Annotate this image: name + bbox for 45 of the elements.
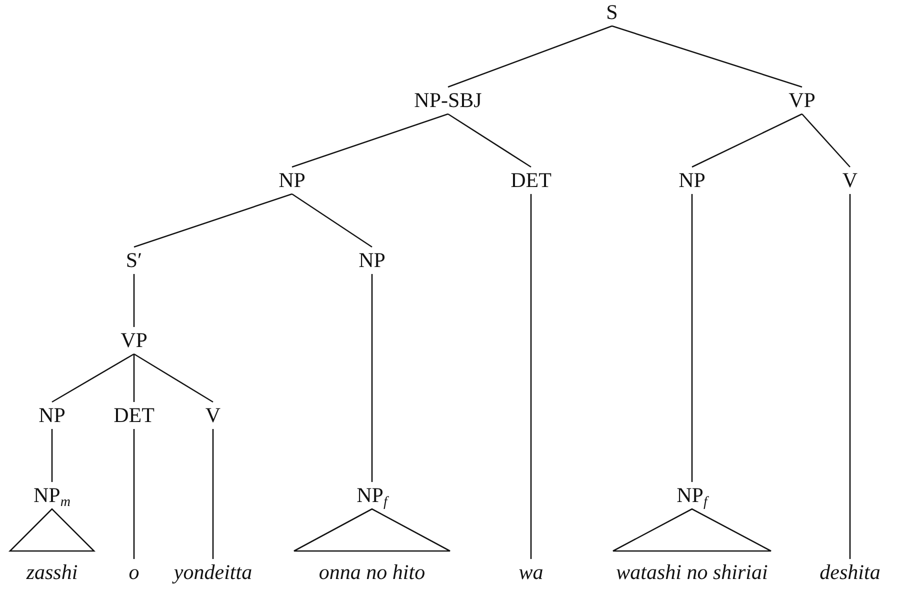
branch-line <box>52 353 134 403</box>
word-label: yondeitta <box>174 560 252 584</box>
category-label: S′ <box>126 248 142 272</box>
category-label: NP <box>358 248 386 272</box>
category-label: VP <box>788 88 816 112</box>
category-label: S <box>606 0 618 24</box>
category-label: DET <box>510 168 552 192</box>
branch-line <box>51 429 53 482</box>
word-label: zasshi <box>26 560 78 584</box>
branch-line <box>530 194 532 559</box>
word-label: watashi no shiriai <box>616 560 768 584</box>
branch-line <box>448 113 532 168</box>
word-label: deshita <box>820 560 880 584</box>
branch-line <box>134 193 292 248</box>
branch-line <box>133 274 135 327</box>
category-label: NP$_{f}$ <box>356 483 388 507</box>
word-label: wa <box>518 560 544 584</box>
category-label: NP-SBJ <box>414 88 482 112</box>
roof-triangle <box>8 508 96 552</box>
branch-line <box>612 25 802 88</box>
roof-triangle <box>612 508 772 552</box>
category-label: DET <box>114 403 154 427</box>
branch-line <box>133 429 135 559</box>
branch-line <box>448 25 612 88</box>
word-label: onna no hito <box>318 560 426 584</box>
category-label: NP <box>678 168 706 192</box>
category-label: NP$_{m}$ <box>34 483 70 507</box>
branch-line <box>802 114 850 168</box>
category-label: NP <box>278 168 306 192</box>
branch-line <box>692 113 802 168</box>
category-label: V <box>205 403 221 427</box>
branch-line <box>292 193 372 248</box>
category-label: V <box>842 168 858 192</box>
category-label: VP <box>120 328 148 352</box>
branch-line <box>212 429 214 559</box>
branch-line <box>292 113 448 168</box>
roof-triangle <box>293 508 451 552</box>
branch-line <box>134 353 214 403</box>
branch-line <box>371 274 373 482</box>
branch-line <box>691 194 693 482</box>
branch-line <box>133 354 135 402</box>
category-label: NP$_{f}$ <box>676 483 708 507</box>
branch-line <box>849 194 851 559</box>
word-label: o <box>128 560 140 584</box>
category-label: NP <box>38 403 66 427</box>
